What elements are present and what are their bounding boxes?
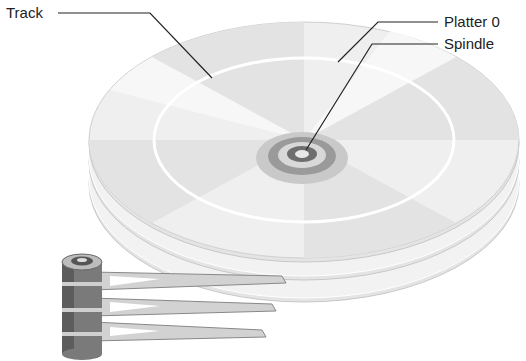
spindle — [287, 146, 317, 162]
sectors — [110, 31, 456, 140]
platter — [89, 22, 519, 258]
part-label: Platter 0 — [444, 13, 500, 31]
sectors — [89, 22, 519, 258]
spindle — [295, 150, 309, 158]
part-label: Track — [6, 4, 43, 22]
leader-lines — [58, 13, 438, 150]
spindle — [256, 132, 348, 184]
actuator — [62, 254, 286, 360]
spindle — [268, 137, 336, 175]
track — [154, 58, 454, 222]
part-label: Spindle — [444, 35, 494, 53]
spindle — [278, 142, 326, 168]
